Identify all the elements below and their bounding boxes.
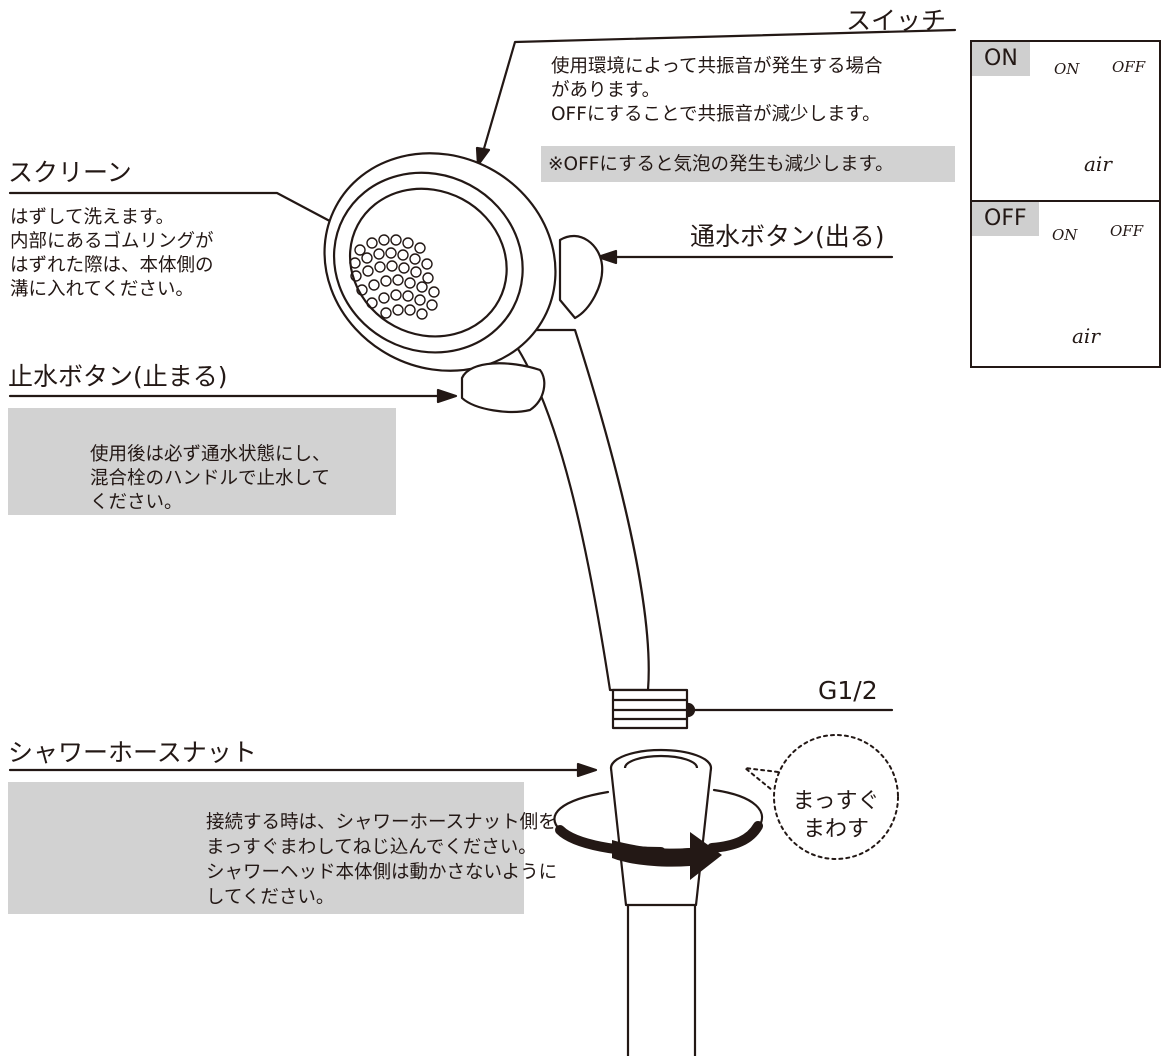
stop-warning-box	[8, 408, 396, 515]
panel-tag-off: OFF	[972, 202, 1039, 236]
hose-nut-body	[609, 766, 713, 907]
flow-button	[558, 234, 604, 320]
hose-nut-leader-arrow	[576, 762, 598, 778]
bubble-line-1: まっすぐ	[792, 789, 880, 814]
stop-button-title: 止水ボタン(止まる)	[8, 362, 228, 391]
on-panel-label-off: OFF	[1112, 58, 1146, 76]
switch-note: ※OFFにすると気泡の発生も減少します。	[548, 154, 894, 175]
switch-panel-on: ON ON OFF air	[970, 40, 1161, 202]
screen-line-2: 内部にあるゴムリングが	[10, 231, 214, 252]
switch-line-1: 使用環境によって共振音が発生する場合	[551, 56, 883, 77]
rotation-arrow	[612, 832, 722, 880]
speech-bubble-tail	[744, 767, 779, 791]
screen-line-4: 溝に入れてください。	[10, 279, 194, 300]
switch-panel-off: OFF ON OFF air	[970, 200, 1161, 368]
screen-line-1: はずして洗えます。	[10, 207, 175, 228]
thread-label: G1/2	[818, 676, 878, 705]
stop-warning-line-2: 混合栓のハンドルで止水して	[90, 467, 330, 489]
on-panel-label-on: ON	[1054, 60, 1080, 78]
hose-nut-warning-line-2: まっすぐまわしてねじ込んでください。	[206, 836, 537, 858]
off-panel-label-off: OFF	[1110, 222, 1144, 240]
off-panel-knob-text: air	[1072, 324, 1100, 348]
stop-warning-line-3: ください。	[90, 491, 183, 513]
switch-note-box	[541, 146, 955, 182]
flow-button-leader-arrow	[596, 249, 618, 265]
hose-nut-warning-line-4: してください。	[206, 886, 335, 908]
spray-face-holes	[349, 234, 440, 320]
hose-nut-warning-box	[8, 782, 524, 914]
switch-title: スイッチ	[846, 6, 947, 35]
hose-nut-warning-line-1: 接続する時は、シャワーホースナット側を	[206, 811, 557, 833]
screen-title: スクリーン	[8, 158, 132, 187]
flow-button-title: 通水ボタン(出る)	[690, 222, 885, 251]
on-panel-knob-text: air	[1084, 152, 1112, 176]
panel-tag-on: ON	[972, 42, 1030, 76]
hose-nut-title: シャワーホースナット	[8, 738, 257, 767]
screen-line-3: はずれた際は、本体側の	[10, 255, 214, 276]
hose-nut-warning-line-3: シャワーヘッド本体側は動かさないように	[206, 861, 558, 883]
stop-warning-line-1: 使用後は必ず通水状態にし、	[90, 443, 331, 465]
stop-button-leader-arrow	[436, 388, 458, 404]
speech-bubble	[773, 734, 899, 860]
switch-leader-line	[481, 28, 957, 154]
switch-leader-arrow	[475, 146, 491, 167]
switch-line-2: があります。	[551, 80, 661, 101]
switch-line-3: OFFにすることで共振音が減少します。	[551, 104, 881, 125]
off-panel-label-on: ON	[1052, 226, 1078, 244]
stop-button	[460, 362, 546, 413]
bubble-line-2: まわす	[802, 817, 869, 842]
